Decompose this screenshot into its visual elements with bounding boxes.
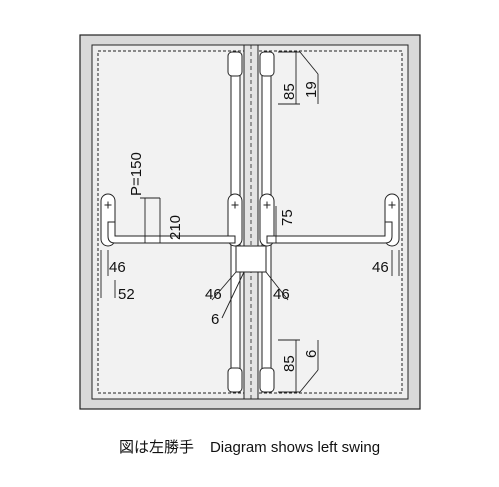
- left-lever-bar: [107, 221, 236, 244]
- left-leaf-outline: [97, 50, 247, 394]
- dim-right-46: 46: [372, 259, 389, 276]
- dim-center-75: 75: [279, 209, 296, 226]
- left-inner-escutcheon: [227, 193, 243, 247]
- dim-top-85: 85: [281, 83, 298, 100]
- right-inner-escutcheon: [259, 193, 275, 247]
- dim-bottom-85: 85: [281, 355, 298, 372]
- center-latch: [235, 245, 267, 273]
- dim-left-52: 52: [118, 286, 135, 303]
- right-lever-bar: [266, 221, 393, 244]
- dim-height-210: 210: [167, 215, 184, 240]
- keyhole-icon: [104, 201, 396, 209]
- dim-center-left-46: 46: [205, 286, 222, 303]
- dim-pitch: P=150: [128, 152, 145, 196]
- dim-bottom-6: 6: [303, 350, 320, 358]
- dim-gap-6: 6: [211, 311, 219, 328]
- caption-english: Diagram shows left swing: [209, 439, 381, 456]
- dim-top-19: 19: [303, 81, 320, 98]
- dim-center-right-46: 46: [273, 286, 290, 303]
- dim-left-46: 46: [109, 259, 126, 276]
- dimension-lines: [100, 51, 400, 393]
- bottom-left-bolt: [227, 367, 243, 393]
- caption: 図は左勝手 Diagram shows left swing: [0, 436, 499, 457]
- door-hardware-diagram: 85 19 P=150 210 75 46 52 46 46 6 46 85 6: [79, 34, 421, 410]
- top-right-bolt: [259, 51, 275, 77]
- bottom-right-bolt: [259, 367, 275, 393]
- top-left-bolt: [227, 51, 243, 77]
- right-leaf-outline: [253, 50, 403, 394]
- caption-japanese: 図は左勝手: [118, 439, 194, 456]
